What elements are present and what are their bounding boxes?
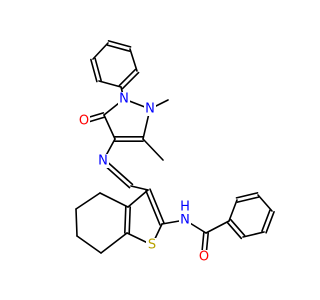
atom-label-background xyxy=(144,102,156,116)
atom-label-background xyxy=(198,250,210,264)
double-bond xyxy=(149,188,165,224)
atom-label-s1: S xyxy=(148,238,156,253)
atom-label-o2: O xyxy=(199,250,209,265)
atom-label-n2: N xyxy=(145,102,155,117)
single-bond xyxy=(98,80,122,88)
double-bond xyxy=(94,57,102,82)
double-bond xyxy=(118,68,137,87)
double-bond xyxy=(106,44,131,52)
double-bond xyxy=(128,206,131,234)
single-bond xyxy=(75,192,101,210)
single-bond xyxy=(92,42,109,60)
single-bond xyxy=(142,138,164,161)
double-bond xyxy=(145,190,161,226)
atom-label-background xyxy=(97,154,109,168)
single-bond xyxy=(130,185,149,191)
double-bond xyxy=(90,58,98,83)
single-bond xyxy=(228,199,238,222)
atom-label-n-imine: N xyxy=(98,154,108,169)
atom-label-h: H xyxy=(180,200,190,215)
single-bond xyxy=(257,194,273,212)
single-bond xyxy=(99,192,129,208)
double-bond xyxy=(229,218,246,237)
single-bond xyxy=(129,48,138,72)
atom-label-background xyxy=(118,92,130,106)
double-bond xyxy=(226,221,243,240)
bonds xyxy=(75,40,275,256)
double-bond xyxy=(261,209,271,233)
single-bond xyxy=(103,114,116,140)
double-bond xyxy=(236,196,260,203)
double-bond xyxy=(265,210,275,234)
single-bond xyxy=(205,220,230,234)
single-bond xyxy=(242,231,265,238)
single-bond xyxy=(127,189,149,208)
single-bond xyxy=(76,235,102,254)
atom-label-o1: O xyxy=(79,114,89,129)
single-bond xyxy=(75,208,78,237)
double-bond xyxy=(107,40,132,48)
single-bond xyxy=(100,232,128,254)
atom-label-background xyxy=(179,200,191,214)
atom-label-nh: N xyxy=(180,213,190,228)
atom-label-background xyxy=(78,114,90,128)
atom-label-background xyxy=(146,238,158,252)
atom-label-n1: N xyxy=(119,92,129,107)
double-bond xyxy=(235,192,259,199)
atom-label-background xyxy=(179,213,191,227)
double-bond xyxy=(124,206,127,234)
double-bond xyxy=(121,71,140,90)
double-bond xyxy=(103,158,134,186)
